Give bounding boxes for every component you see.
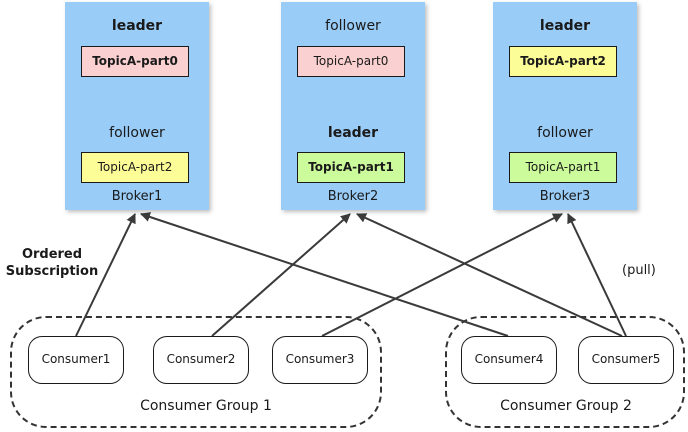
broker-2-top-partition: TopicA-part0 bbox=[297, 46, 405, 77]
broker-3-top-partition: TopicA-part2 bbox=[509, 46, 617, 77]
broker-1-bottom-role: follower bbox=[109, 125, 165, 141]
broker-3-bottom-role: follower bbox=[537, 125, 593, 141]
broker-1-top-role: leader bbox=[111, 18, 163, 34]
pull-note: (pull) bbox=[622, 263, 656, 278]
ordered-subscription-line-1: Ordered bbox=[21, 247, 83, 262]
ordered-subscription-note: Ordered Subscription bbox=[2, 246, 102, 280]
broker-2-top-role: follower bbox=[325, 18, 381, 34]
broker-3-bottom-partition: TopicA-part1 bbox=[509, 152, 617, 183]
broker-2: follower TopicA-part0 leader TopicA-part… bbox=[281, 2, 425, 210]
broker-3-label: Broker3 bbox=[539, 189, 591, 204]
ordered-subscription-line-2: Subscription bbox=[5, 264, 99, 279]
arrow-consumer1-to-broker1 bbox=[75, 213, 136, 337]
consumer-5: Consumer5 bbox=[578, 336, 674, 384]
arrow-consumer5-to-broker2 bbox=[356, 213, 623, 337]
arrow-consumer2-to-broker2 bbox=[211, 213, 351, 337]
consumer-group-1-box bbox=[10, 316, 382, 428]
broker-1-top-partition: TopicA-part0 bbox=[81, 46, 189, 77]
arrow-consumer3-to-broker3 bbox=[321, 213, 563, 337]
consumer-group-2-box bbox=[445, 316, 685, 428]
broker-2-bottom-partition: TopicA-part1 bbox=[297, 152, 405, 183]
consumer-group-1-label: Consumer Group 1 bbox=[140, 398, 272, 414]
consumer-3: Consumer3 bbox=[272, 336, 368, 384]
consumer-4: Consumer4 bbox=[461, 336, 557, 384]
broker-1: leader TopicA-part0 follower TopicA-part… bbox=[65, 2, 209, 210]
broker-1-bottom-partition: TopicA-part2 bbox=[81, 152, 189, 183]
broker-2-bottom-role: leader bbox=[327, 125, 379, 141]
broker-1-label: Broker1 bbox=[111, 189, 163, 204]
consumer-group-2-label: Consumer Group 2 bbox=[500, 398, 632, 414]
broker-3-top-role: leader bbox=[539, 18, 591, 34]
broker-3: leader TopicA-part2 follower TopicA-part… bbox=[493, 2, 637, 210]
consumer-1: Consumer1 bbox=[28, 336, 124, 384]
arrow-consumer5-to-broker3 bbox=[567, 213, 627, 337]
broker-2-label: Broker2 bbox=[327, 189, 379, 204]
arrow-consumer4-to-broker1 bbox=[140, 212, 509, 337]
consumer-2: Consumer2 bbox=[153, 336, 249, 384]
